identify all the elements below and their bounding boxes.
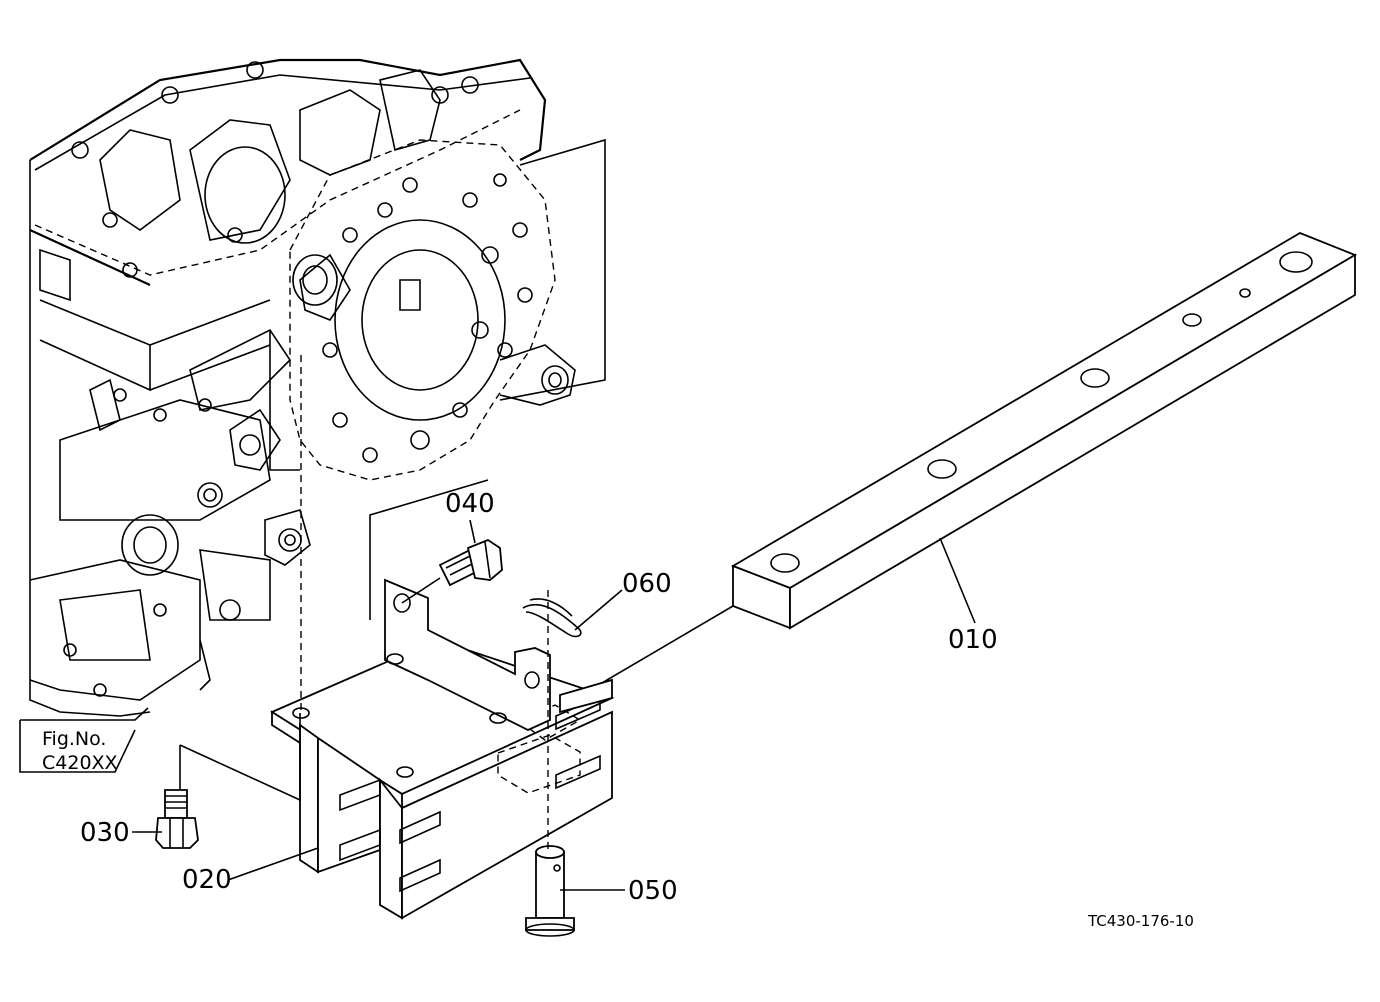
callout-040: 040 xyxy=(445,489,495,519)
callout-020: 020 xyxy=(182,865,232,895)
callout-050: 050 xyxy=(628,876,678,906)
figure-reference-line2: C420XX xyxy=(42,752,118,774)
callout-010: 010 xyxy=(948,625,998,655)
engine-block-drawing xyxy=(29,58,547,717)
bolt-part-030 xyxy=(155,745,199,849)
callout-030: 030 xyxy=(80,818,130,848)
figure-reference: Fig.No. C420XX xyxy=(19,707,149,774)
drawbar-part-010 xyxy=(589,232,1358,691)
plate-bolt-holes xyxy=(322,173,533,463)
clip-part-060 xyxy=(522,598,582,638)
callout-leaders xyxy=(132,519,976,891)
figure-reference-line1: Fig.No. xyxy=(42,728,106,750)
callout-060: 060 xyxy=(622,569,672,599)
flywheel-housing-plate-drawing xyxy=(289,138,606,481)
block-top-bolts xyxy=(71,61,479,278)
drawing-code: TC430-176-10 xyxy=(1087,912,1194,930)
pin-part-050 xyxy=(525,590,575,937)
bolt-part-040 xyxy=(401,538,503,604)
bracket-part-020 xyxy=(179,355,615,920)
